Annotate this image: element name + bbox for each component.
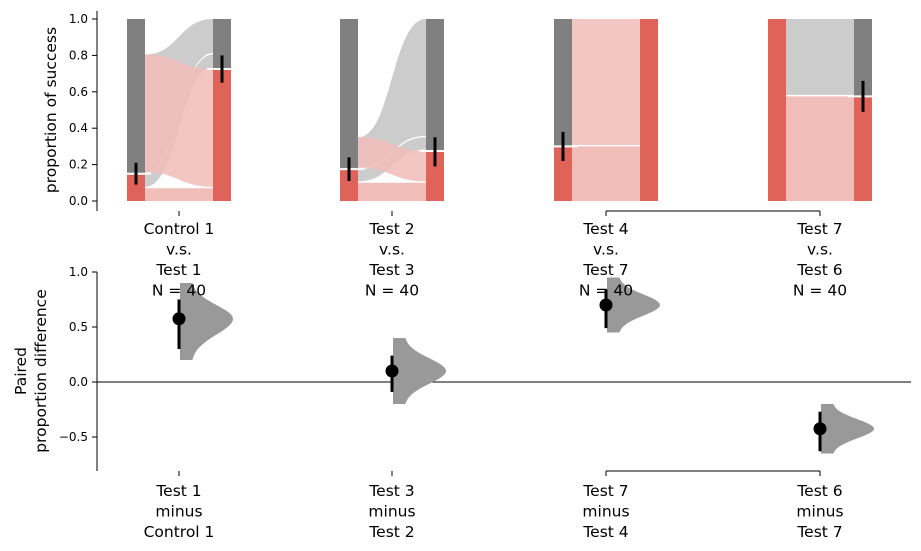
top-y-axis-label: proportion of success <box>42 27 60 193</box>
left-success-bar <box>554 146 572 201</box>
left-failure-bar <box>340 19 358 170</box>
bootstrap-distribution <box>821 404 874 454</box>
bottom-y-tick-label: 0.0 <box>69 375 88 389</box>
bottom-category-label-line: Test 7 <box>796 523 842 541</box>
top-category-label-line: v.s. <box>807 241 833 259</box>
top-panel-sankey: 0.0 0.2 0.4 0.6 0.8 1.0 proportion of successC… <box>42 11 872 300</box>
bottom-category-label-line: Test 4 <box>582 523 628 541</box>
right-success-bar <box>640 19 658 201</box>
flow-failure-to-success <box>358 137 426 182</box>
flow-success-to-success <box>145 188 213 201</box>
left-success-bar <box>768 19 786 201</box>
left-failure-bar <box>554 19 572 147</box>
flow-success-to-success <box>358 182 426 201</box>
top-y-tick-label: 0.4 <box>69 121 88 135</box>
bottom-category-label-line: Test 7 <box>582 482 628 500</box>
bottom-category-label-line: Test 1 <box>155 482 201 500</box>
bottom-y-axis-label-line: proportion difference <box>32 289 50 452</box>
left-success-bar <box>127 173 145 201</box>
top-category-label-line: v.s. <box>593 241 619 259</box>
top-category-label-line: N = 40 <box>365 282 419 300</box>
flow-success-to-success <box>572 146 640 201</box>
bottom-category-label-line: Control 1 <box>144 523 215 541</box>
bootstrap-distribution <box>393 338 446 404</box>
difference-point <box>172 312 186 326</box>
bootstrap-distribution <box>180 283 233 360</box>
top-category-label-line: Test 4 <box>582 220 628 238</box>
flow-failure-to-success <box>572 19 640 145</box>
bottom-category-label-line: minus <box>368 503 415 521</box>
top-category-label: Test 7 v.s. Test 6 N = 40 <box>793 220 847 300</box>
bottom-category-label-line: Test 6 <box>796 482 842 500</box>
bottom-y-tick-label: 0.5 <box>69 320 88 334</box>
bottom-category-label-line: minus <box>155 503 202 521</box>
right-failure-bar <box>854 19 872 97</box>
bottom-category-label-line: minus <box>796 503 843 521</box>
bottom-category-label-line: Test 2 <box>368 523 414 541</box>
top-y-tick-label: 0.2 <box>69 158 88 172</box>
flow-success-to-success <box>786 96 854 201</box>
right-failure-bar <box>213 19 231 70</box>
top-y-tick-label: 0.6 <box>69 85 88 99</box>
bottom-y-axis-label-line: Paired <box>12 347 30 395</box>
right-success-bar <box>426 150 444 201</box>
bootstrap-distribution <box>607 277 660 333</box>
difference-point <box>385 364 399 378</box>
left-failure-bar <box>127 19 145 174</box>
bottom-y-tick-label: −0.5 <box>59 430 88 444</box>
bottom-y-tick-label: 1.0 <box>69 265 88 279</box>
top-category-label: Control 1 v.s. Test 1 N = 40 <box>144 220 215 300</box>
left-success-bar <box>340 169 358 201</box>
flow-failure-to-failure <box>358 19 426 168</box>
top-category-label-line: N = 40 <box>579 282 633 300</box>
flow-failure-to-success <box>145 54 213 187</box>
difference-point <box>813 422 827 436</box>
top-category-label-line: Test 7 <box>796 220 842 238</box>
right-success-bar <box>213 69 231 201</box>
right-success-bar <box>854 96 872 201</box>
top-y-tick-label: 0.0 <box>69 194 88 208</box>
top-category-label-line: N = 40 <box>793 282 847 300</box>
top-category-label: Test 2 v.s. Test 3 N = 40 <box>365 220 419 300</box>
top-category-label: Test 4 v.s. Test 7 N = 40 <box>579 220 633 300</box>
top-category-label-line: Test 7 <box>582 261 628 279</box>
bottom-category-label-line: minus <box>582 503 629 521</box>
right-failure-bar <box>426 19 444 151</box>
top-category-label-line: Test 2 <box>368 220 414 238</box>
top-y-tick-label: 1.0 <box>69 12 88 26</box>
top-category-label-line: Test 3 <box>368 261 414 279</box>
bottom-category-label-line: Test 3 <box>368 482 414 500</box>
top-category-label-line: Test 1 <box>155 261 201 279</box>
top-y-tick-label: 0.8 <box>69 48 88 62</box>
top-category-label-line: Test 6 <box>796 261 842 279</box>
top-category-label-line: N = 40 <box>152 282 206 300</box>
top-category-label-line: Control 1 <box>144 220 215 238</box>
flow-success-to-failure <box>786 19 854 95</box>
difference-point <box>599 298 613 312</box>
top-category-label-line: v.s. <box>166 241 192 259</box>
top-category-label-line: v.s. <box>379 241 405 259</box>
